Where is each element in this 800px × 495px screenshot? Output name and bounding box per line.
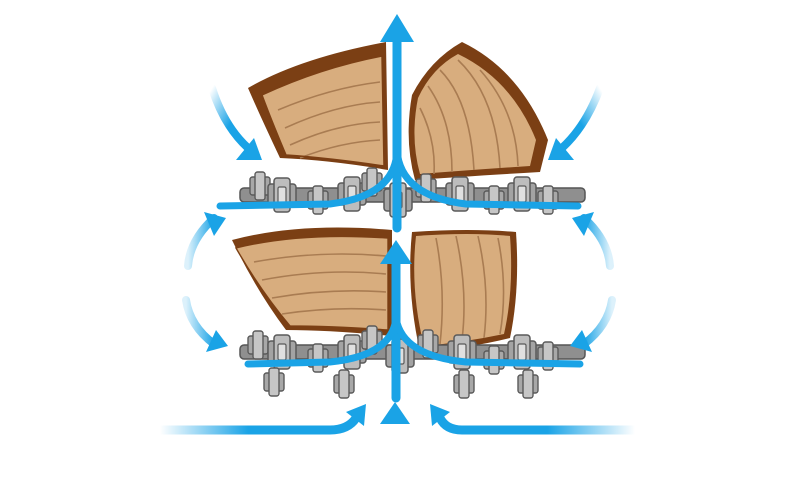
wood-log-icon [248,42,388,170]
airflow-arrow-icon [570,212,616,352]
grate-chain-icon [239,167,586,218]
wood-log-icon [410,230,518,352]
airflow-arrow-icon [430,404,640,435]
airflow-arrow-icon [208,84,262,160]
airflow-arrow-icon [216,14,582,233]
airflow-arrow-icon [182,212,228,352]
airflow-arrow-icon [155,404,366,435]
airflow-arrow-icon [244,240,584,403]
wood-log-icon [408,42,548,180]
airflow-arrow-icon [380,402,410,485]
wood-log-icon [232,227,392,336]
airflow-arrow-icon [548,84,604,160]
airflow-arrows [155,14,640,485]
